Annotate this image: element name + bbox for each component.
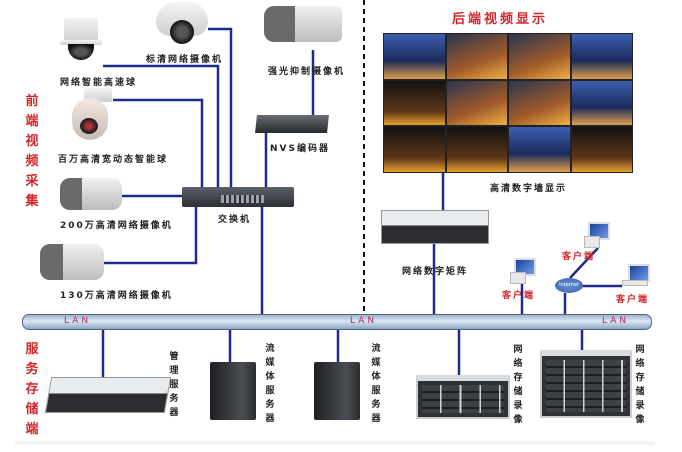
nvs-encoder-label: NVS编码器 — [270, 144, 330, 154]
lan-label-3: LAN — [602, 316, 630, 326]
video-wall-display — [383, 33, 633, 173]
glare-suppression-camera-icon — [264, 6, 342, 46]
lan-backbone — [22, 314, 652, 330]
management-server-icon — [44, 377, 172, 413]
nvs-encoder-icon — [255, 115, 329, 133]
section-title-back-end: 后端视频显示 — [452, 12, 549, 27]
internet-cloud-icon: Internet — [555, 278, 583, 293]
network-switch-icon — [182, 187, 294, 207]
megapixel-dome-label: 百万高清宽动态智能球 — [58, 155, 169, 165]
cam-2mp-label: 200万高清网络摄像机 — [60, 221, 173, 231]
ptz-dome-camera-icon — [68, 88, 114, 140]
stream-server-label-2: 流媒体服务器 — [371, 344, 381, 424]
section-title-front-end: 前端视频采集 — [25, 94, 39, 209]
nvr-storage-2-icon — [540, 350, 632, 418]
client-label-1: 客户端 — [502, 291, 536, 301]
wire-sd-camera — [208, 27, 233, 187]
video-wall-label: 高清数字墙显示 — [490, 184, 568, 194]
stream-server-label-1: 流媒体服务器 — [265, 344, 275, 424]
sd-camera-label: 标清网络摄像机 — [146, 55, 224, 65]
speed-dome-label: 网络智能高速球 — [60, 78, 138, 88]
digital-matrix-icon — [381, 210, 489, 244]
client-laptop-icon — [622, 264, 650, 286]
nvr-storage-1-icon — [416, 375, 510, 419]
nvr-label-1: 网络存储录像 — [513, 345, 523, 425]
lan-label-1: LAN — [64, 316, 92, 326]
section-title-storage: 服务存储端 — [25, 342, 39, 437]
wire-speed-dome — [103, 64, 220, 187]
speed-dome-camera-icon — [60, 18, 102, 62]
lan-label-2: LAN — [350, 316, 378, 326]
mgmt-server-label: 管理服务器 — [169, 352, 179, 418]
matrix-label: 网络数字矩阵 — [402, 267, 469, 277]
streaming-server-2-icon — [314, 362, 360, 420]
bullet-camera-2mp-icon — [60, 178, 122, 210]
client-pc-icon — [510, 258, 536, 284]
client-pc-top-icon — [584, 222, 610, 248]
wire-1.3mp-camera — [104, 207, 198, 265]
bottom-divider — [15, 441, 655, 445]
streaming-server-1-icon — [210, 362, 256, 420]
wire-internet-client-top — [569, 247, 599, 279]
cam-1.3mp-label: 130万高清网络摄像机 — [60, 291, 173, 301]
switch-label: 交换机 — [218, 215, 252, 225]
bullet-camera-1.3mp-icon — [40, 244, 104, 280]
client-label-3: 客户端 — [616, 295, 650, 305]
wire-megapixel-dome — [113, 98, 204, 187]
client-label-2: 客户端 — [562, 252, 596, 262]
glare-camera-label: 强光抑制摄像机 — [268, 67, 346, 77]
sd-dome-camera-icon — [156, 2, 208, 46]
nvr-label-2: 网络存储录像 — [635, 345, 645, 425]
